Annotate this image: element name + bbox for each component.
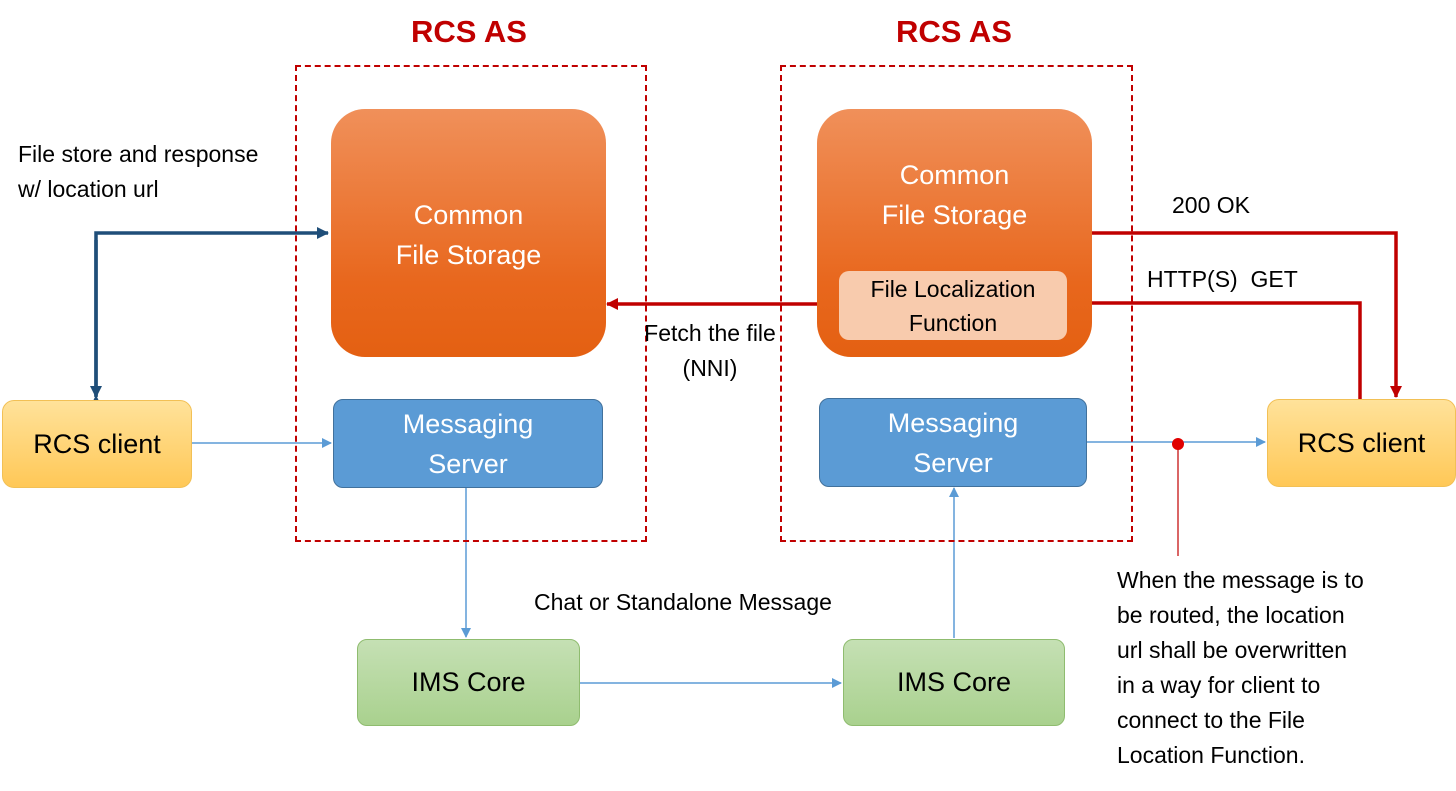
note-line4: in a way for client to [1117, 672, 1321, 698]
left-storage-line2: File Storage [395, 240, 542, 270]
right-msg-line1: Messaging [887, 407, 1019, 438]
chat-label: Chat or Standalone Message [534, 589, 832, 615]
left-client-label: RCS client [33, 428, 161, 459]
right-as-title: RCS AS [896, 14, 1012, 49]
file-store-connector [90, 227, 329, 407]
right-messaging-server: Messaging Server [819, 398, 1087, 487]
flf-line2: Function [908, 309, 998, 336]
left-ims-core: IMS Core [357, 639, 580, 726]
right-client-label: RCS client [1297, 427, 1426, 458]
file-store-label: File store and response w/ location url [18, 137, 258, 207]
fetch-line2: (NNI) [682, 355, 738, 381]
right-msg-line2: Server [913, 447, 993, 478]
fetch-line1: Fetch the file [644, 320, 776, 346]
note-line1: When the message is to [1117, 567, 1364, 593]
left-msg-line1: Messaging [402, 408, 534, 439]
http-get-arrow [1067, 297, 1362, 399]
right-ims-label: IMS Core [896, 667, 1012, 697]
left-rcs-client: RCS client [2, 400, 192, 488]
file-localization-function: File Localization Function [839, 271, 1067, 340]
note-line6: Location Function. [1117, 742, 1305, 768]
right-as-boundary [780, 65, 1133, 542]
right-storage-line1: Common [899, 160, 1010, 190]
left-msg-line2: Server [428, 448, 508, 479]
routing-note: When the message is to be routed, the lo… [1117, 563, 1364, 773]
right-ims-core: IMS Core [843, 639, 1065, 726]
right-rcs-client: RCS client [1267, 399, 1456, 487]
note-line2: be routed, the location [1117, 602, 1345, 628]
left-as-boundary [295, 65, 647, 542]
left-messaging-server: Messaging Server [333, 399, 603, 488]
file-store-line1: File store and response [18, 141, 259, 167]
right-storage-line2: File Storage [881, 200, 1028, 230]
left-storage-line1: Common [413, 200, 524, 230]
note-pointer-dot [1172, 438, 1184, 450]
left-common-file-storage: Common File Storage [331, 109, 606, 357]
flf-line1: File Localization [870, 275, 1036, 302]
fetch-label: Fetch the file (NNI) [620, 316, 800, 386]
http-get-label: HTTP(S) GET [1147, 266, 1298, 292]
file-store-line2: w/ location url [18, 176, 159, 202]
left-ims-label: IMS Core [411, 667, 526, 697]
note-line3: url shall be overwritten [1117, 637, 1348, 663]
left-as-title: RCS AS [411, 14, 527, 49]
note-line5: connect to the File [1117, 707, 1305, 733]
ok-label: 200 OK [1172, 192, 1250, 218]
